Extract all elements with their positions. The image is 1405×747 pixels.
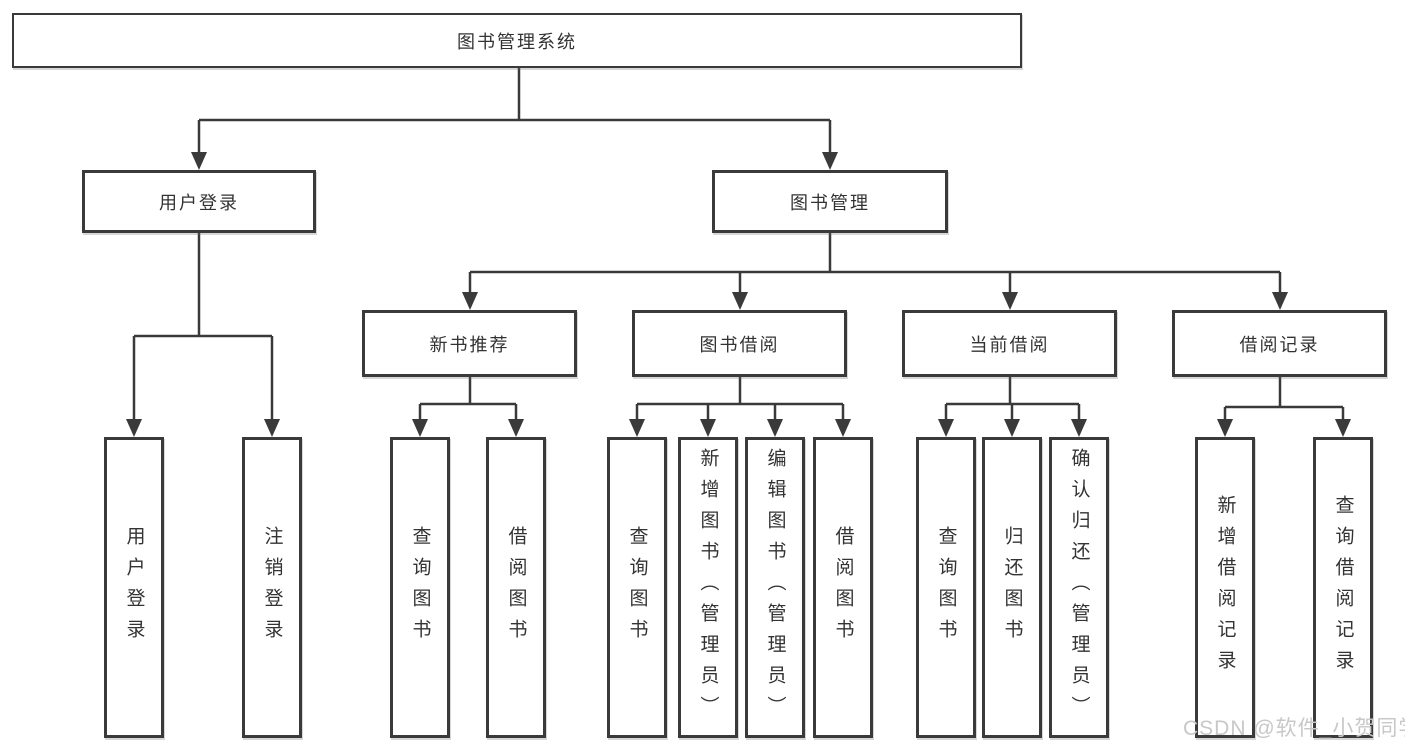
watermark: CSDN @软件_小贺同学 [1183, 717, 1405, 740]
leaf-borrow-books-borrowing: 借阅图书 [813, 437, 873, 738]
leaf-label: 确认归还（管理员） [1068, 448, 1090, 727]
leaf-logout: 注销登录 [242, 437, 302, 738]
leaf-label: 查询借阅记录 [1332, 494, 1354, 681]
leaf-query-borrow-record: 查询借阅记录 [1313, 437, 1373, 738]
node-book-borrowing: 图书借阅 [632, 310, 847, 377]
leaf-query-books-current: 查询图书 [916, 437, 976, 738]
node-label: 当前借阅 [969, 334, 1050, 355]
node-label: 图书管理 [790, 192, 870, 213]
leaf-label: 查询图书 [935, 525, 957, 650]
leaf-borrow-books-recommend: 借阅图书 [486, 437, 546, 738]
leaf-user-login: 用户登录 [104, 437, 164, 738]
leaf-label: 编辑图书（管理员） [764, 448, 786, 727]
leaf-label: 归还图书 [1001, 525, 1023, 650]
leaf-confirm-return-admin: 确认归还（管理员） [1049, 437, 1109, 738]
node-current-borrowing: 当前借阅 [902, 310, 1117, 377]
leaf-label: 用户登录 [123, 525, 145, 650]
leaf-query-books-borrowing: 查询图书 [607, 437, 667, 738]
node-label: 用户登录 [159, 192, 239, 213]
node-user-login: 用户登录 [82, 170, 316, 233]
leaf-add-book-admin: 新增图书（管理员） [678, 437, 738, 738]
leaf-query-books-recommend: 查询图书 [390, 437, 450, 738]
node-label: 图书管理系统 [457, 31, 577, 52]
leaf-add-borrow-record: 新增借阅记录 [1195, 437, 1255, 738]
leaf-return-books: 归还图书 [982, 437, 1042, 738]
node-label: 图书借阅 [699, 334, 780, 355]
node-label: 借阅记录 [1239, 334, 1320, 355]
leaf-edit-book-admin: 编辑图书（管理员） [745, 437, 805, 738]
leaf-label: 注销登录 [261, 525, 283, 650]
node-new-book-recommendation: 新书推荐 [362, 310, 577, 377]
leaf-label: 查询图书 [626, 525, 648, 650]
leaf-label: 借阅图书 [832, 525, 854, 650]
node-label: 新书推荐 [429, 334, 510, 355]
leaf-label: 借阅图书 [505, 525, 527, 650]
leaf-label: 新增图书（管理员） [697, 448, 719, 727]
node-library-management-system: 图书管理系统 [12, 13, 1022, 68]
node-borrowing-records: 借阅记录 [1172, 310, 1387, 377]
leaf-label: 新增借阅记录 [1214, 494, 1236, 681]
leaf-label: 查询图书 [409, 525, 431, 650]
node-book-management: 图书管理 [712, 170, 948, 233]
